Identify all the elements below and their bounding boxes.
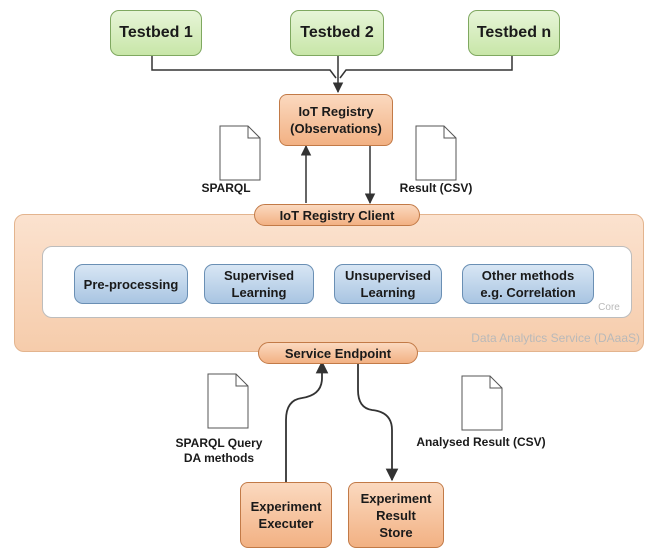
executer-line1: Experiment [250,499,322,514]
executer-line2: Executer [258,516,314,531]
method-supervised-learning: Supervised Learning [204,264,314,304]
testbedn-connector [339,56,513,79]
core-label: Core [598,302,620,313]
service-endpoint-pill: Service Endpoint [258,342,418,364]
experiment-executer-box: Experiment Executer [240,482,332,548]
method-other-methods: Other methods e.g. Correlation [462,264,594,304]
result-csv-document-icon [415,125,457,181]
method-label: Learning [360,285,416,300]
iot-registry-box: IoT Registry (Observations) [279,94,393,146]
analysed-result-document-icon [461,375,503,431]
sparql-query-label: SPARQL Query DA methods [162,436,276,466]
store-line2: Result [376,507,416,523]
sparql-label: SPARQL [201,181,251,195]
iot-registry-title: IoT Registry [298,104,374,119]
experiment-result-store-box: Experiment Result Store [348,482,444,548]
testbed-1-box: Testbed 1 [110,10,202,56]
store-line1: Experiment [360,490,432,506]
method-label: Pre-processing [83,276,179,292]
testbed-2-box: Testbed 2 [290,10,384,56]
testbed-n-box: Testbed n [468,10,560,56]
method-label: Supervised [223,268,295,283]
query-up-arrow [285,360,329,482]
method-unsupervised-learning: Unsupervised Learning [334,264,442,304]
method-pre-processing: Pre-processing [74,264,188,304]
sparql-query-document-icon [207,373,249,429]
sparql-query-line: SPARQL Query [175,436,263,450]
method-label: Unsupervised [345,268,431,283]
method-label: Learning [231,285,287,300]
sparql-document-icon [219,125,261,181]
store-line3: Store [379,524,413,540]
method-label: e.g. Correlation [480,285,576,300]
da-methods-line: DA methods [183,451,255,465]
analysed-result-label: Analysed Result (CSV) [416,435,546,449]
method-label: Other methods [481,268,575,283]
service-name-label: Data Analytics Service (DAaaS) [471,331,640,345]
result-down-arrow-store [357,362,399,482]
iot-registry-subtitle: (Observations) [290,121,382,136]
iot-registry-client-pill: IoT Registry Client [254,204,420,226]
testbed1-connector [151,56,337,79]
result-csv-label: Result (CSV) [399,181,473,195]
